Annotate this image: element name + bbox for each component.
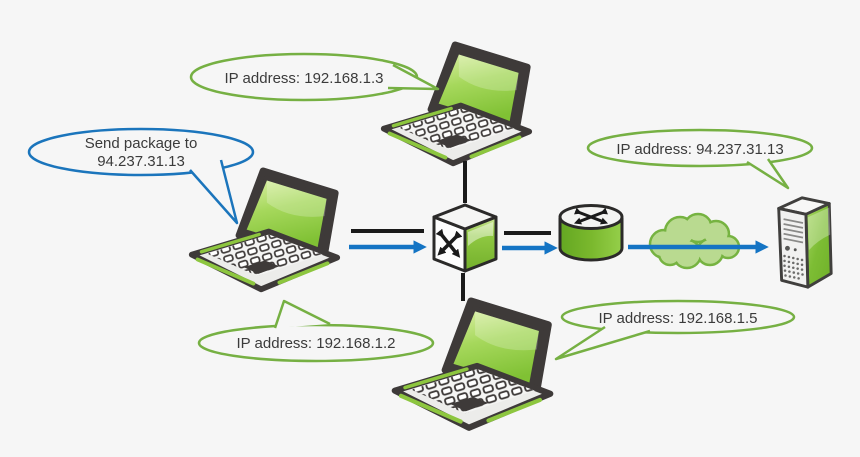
cloud-icon xyxy=(648,212,741,270)
bottom-laptop-ip-label: IP address: 192.168.1.5 xyxy=(598,310,757,327)
router-icon xyxy=(558,204,624,262)
send-package-line1: Send package to xyxy=(85,135,198,152)
speech-bubble-bottom-left-laptop-ip: IP address: 192.168.1.2 xyxy=(197,299,435,363)
switch-icon xyxy=(432,203,498,273)
speech-bubble-server-ip: IP address: 94.237.31.13 xyxy=(586,128,814,190)
send-package-line2: 94.237.31.13 xyxy=(97,153,185,170)
top-laptop-ip-label: IP address: 192.168.1.3 xyxy=(224,70,383,87)
bottom-left-laptop-ip-label: IP address: 192.168.1.2 xyxy=(236,335,395,352)
speech-bubble-bottom-laptop-ip: IP address: 192.168.1.5 xyxy=(554,299,796,361)
speech-bubble-send-package: Send package to 94.237.31.13 xyxy=(27,127,255,225)
speech-bubble-top-laptop-ip: IP address: 192.168.1.3 xyxy=(189,52,440,102)
server-ip-label: IP address: 94.237.31.13 xyxy=(616,141,783,158)
server-icon xyxy=(777,196,833,289)
